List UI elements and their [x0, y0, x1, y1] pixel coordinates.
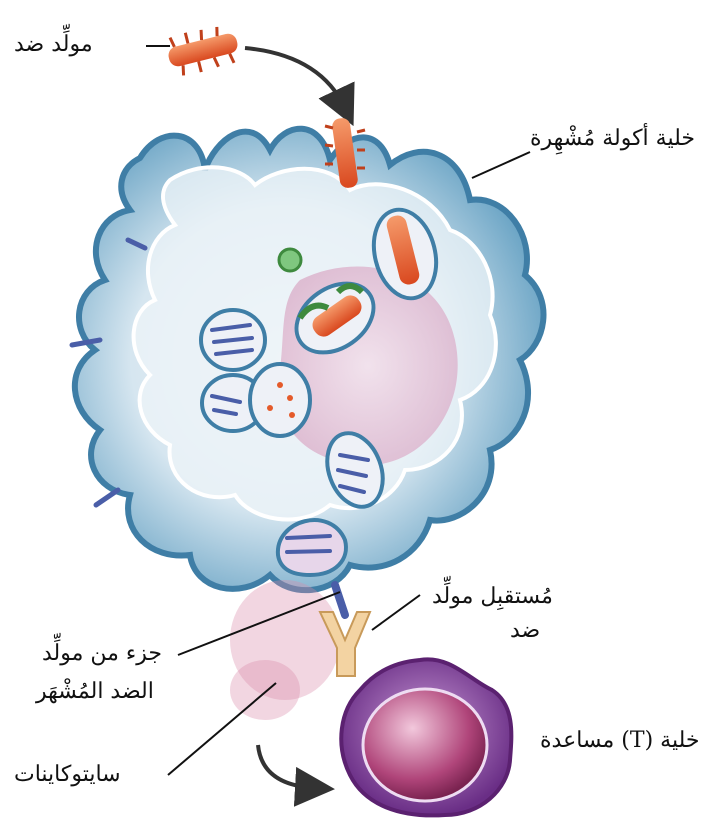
cytokine-haze: [230, 580, 340, 720]
label-cytokines: سايتوكاينات: [14, 761, 121, 789]
helper-t-cell: [341, 659, 511, 815]
label-receptor-line2: ضد: [510, 617, 540, 645]
uptake-arrow: [245, 48, 345, 108]
label-antigen-presenting-cell: خلية أكولة مُشْهِرة: [530, 125, 695, 153]
label-fragment-line2: الضد المُشْهَر: [36, 678, 154, 706]
free-antigen: [167, 23, 240, 77]
label-receptor-line1: مُستقبِل مولِّد: [432, 583, 553, 611]
label-fragment-line1: جزء من مولِّد: [42, 640, 162, 668]
label-helper-t-cell: خلية (T) مساعدة: [540, 727, 699, 755]
cytokine-arrow: [258, 745, 315, 788]
label-antigen: مولِّد ضد: [14, 31, 93, 59]
